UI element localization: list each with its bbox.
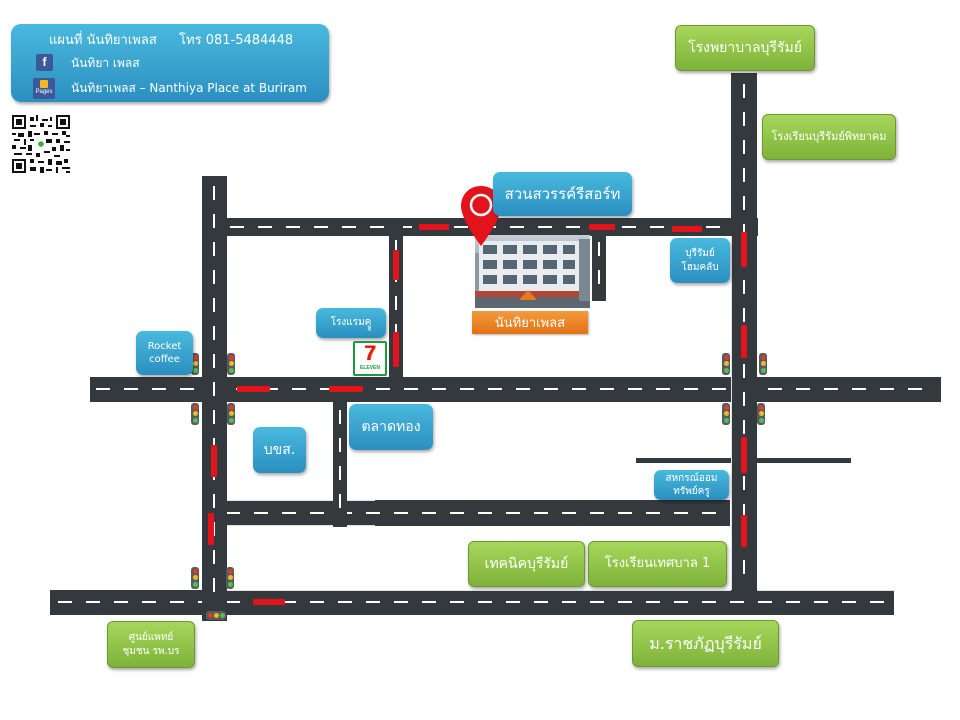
- rocket-coffee-label[interactable]: Rocket coffee: [136, 331, 193, 375]
- traffic-light-icon: [226, 567, 234, 589]
- location-pin-icon[interactable]: [459, 184, 503, 248]
- rajabhat-label[interactable]: ม.ราชภัฏบุรีรัมย์: [632, 620, 779, 667]
- no-parking-mark: [329, 386, 363, 392]
- facebook-icon[interactable]: f: [36, 54, 53, 71]
- traffic-light-icon: [191, 567, 199, 589]
- no-parking-mark: [208, 513, 214, 545]
- no-parking-mark: [393, 250, 399, 280]
- main-road-lane: [96, 388, 936, 390]
- middle-road-lane: [226, 512, 724, 514]
- left-road-lane: [213, 186, 215, 606]
- no-parking-mark: [741, 515, 747, 547]
- facebook-name[interactable]: นันทิยา เพลส: [71, 56, 140, 70]
- resort-label[interactable]: สวนสวรรค์รีสอร์ท: [493, 172, 632, 216]
- no-parking-mark: [253, 599, 285, 605]
- traffic-light-icon: [206, 611, 226, 620]
- traffic-light-icon: [759, 353, 767, 375]
- school-pittayakom-label[interactable]: โรงเรียนบุรีรัมย์พิทยาคม: [762, 114, 896, 160]
- rongraem-koo-label[interactable]: โรงแรมคูู: [316, 308, 386, 338]
- no-parking-mark: [741, 437, 747, 473]
- seven-eleven-logo[interactable]: 7 ELEVEN: [353, 341, 387, 376]
- no-parking-mark: [741, 232, 747, 267]
- traffic-light-icon: [757, 403, 765, 425]
- traffic-light-icon: [191, 353, 199, 375]
- inner-road-south-lane: [339, 410, 341, 520]
- inner-road-north-lane: [395, 240, 397, 372]
- talad-thong-label[interactable]: ตลาดทอง: [349, 404, 433, 450]
- no-parking-mark: [211, 445, 217, 477]
- no-parking-mark: [589, 224, 615, 230]
- technic-label[interactable]: เทคนิคบุรีรัมย์: [468, 541, 585, 587]
- traffic-light-icon: [191, 403, 199, 425]
- health-center-label[interactable]: ศูนย์แพทย์ ชุมชน รพ.บร: [107, 621, 195, 668]
- pages-icon[interactable]: Pages: [33, 78, 55, 99]
- no-parking-mark: [393, 332, 399, 367]
- bus-terminal-label[interactable]: บขส.: [253, 427, 306, 473]
- no-parking-mark: [741, 325, 747, 358]
- traffic-light-icon: [722, 353, 730, 375]
- map-title: แผนที่ นันทิยาเพลส: [49, 33, 157, 48]
- cooperative-label[interactable]: สหกรณ์ออม ทรัพย์ครู: [654, 470, 729, 500]
- no-parking-mark: [237, 386, 270, 392]
- facebook-page-name[interactable]: นันทิยาเพลส – Nanthiya Place at Buriram: [71, 81, 307, 95]
- qr-code[interactable]: [12, 115, 70, 173]
- traffic-light-icon: [722, 403, 730, 425]
- bottom-road-lane: [58, 601, 888, 603]
- info-panel: แผนที่ นันทิยาเพลส โทร 081-5484448 f นัน…: [11, 24, 329, 102]
- home-club-label[interactable]: บุรีรัมย์ โฮมคลับ: [670, 238, 730, 283]
- hotel-label[interactable]: นันทิยาเพลส: [472, 311, 588, 334]
- traffic-light-icon: [227, 403, 235, 425]
- arrow-up-icon: [519, 290, 537, 300]
- hospital-label[interactable]: โรงพยาบาลบุรีรัมย์: [675, 25, 815, 71]
- traffic-light-icon: [227, 353, 235, 375]
- municipal-school-label[interactable]: โรงเรียนเทศบาล 1: [588, 541, 727, 587]
- no-parking-mark: [672, 226, 702, 232]
- phone-number: โทร 081-5484448: [179, 33, 294, 48]
- no-parking-mark: [419, 224, 449, 230]
